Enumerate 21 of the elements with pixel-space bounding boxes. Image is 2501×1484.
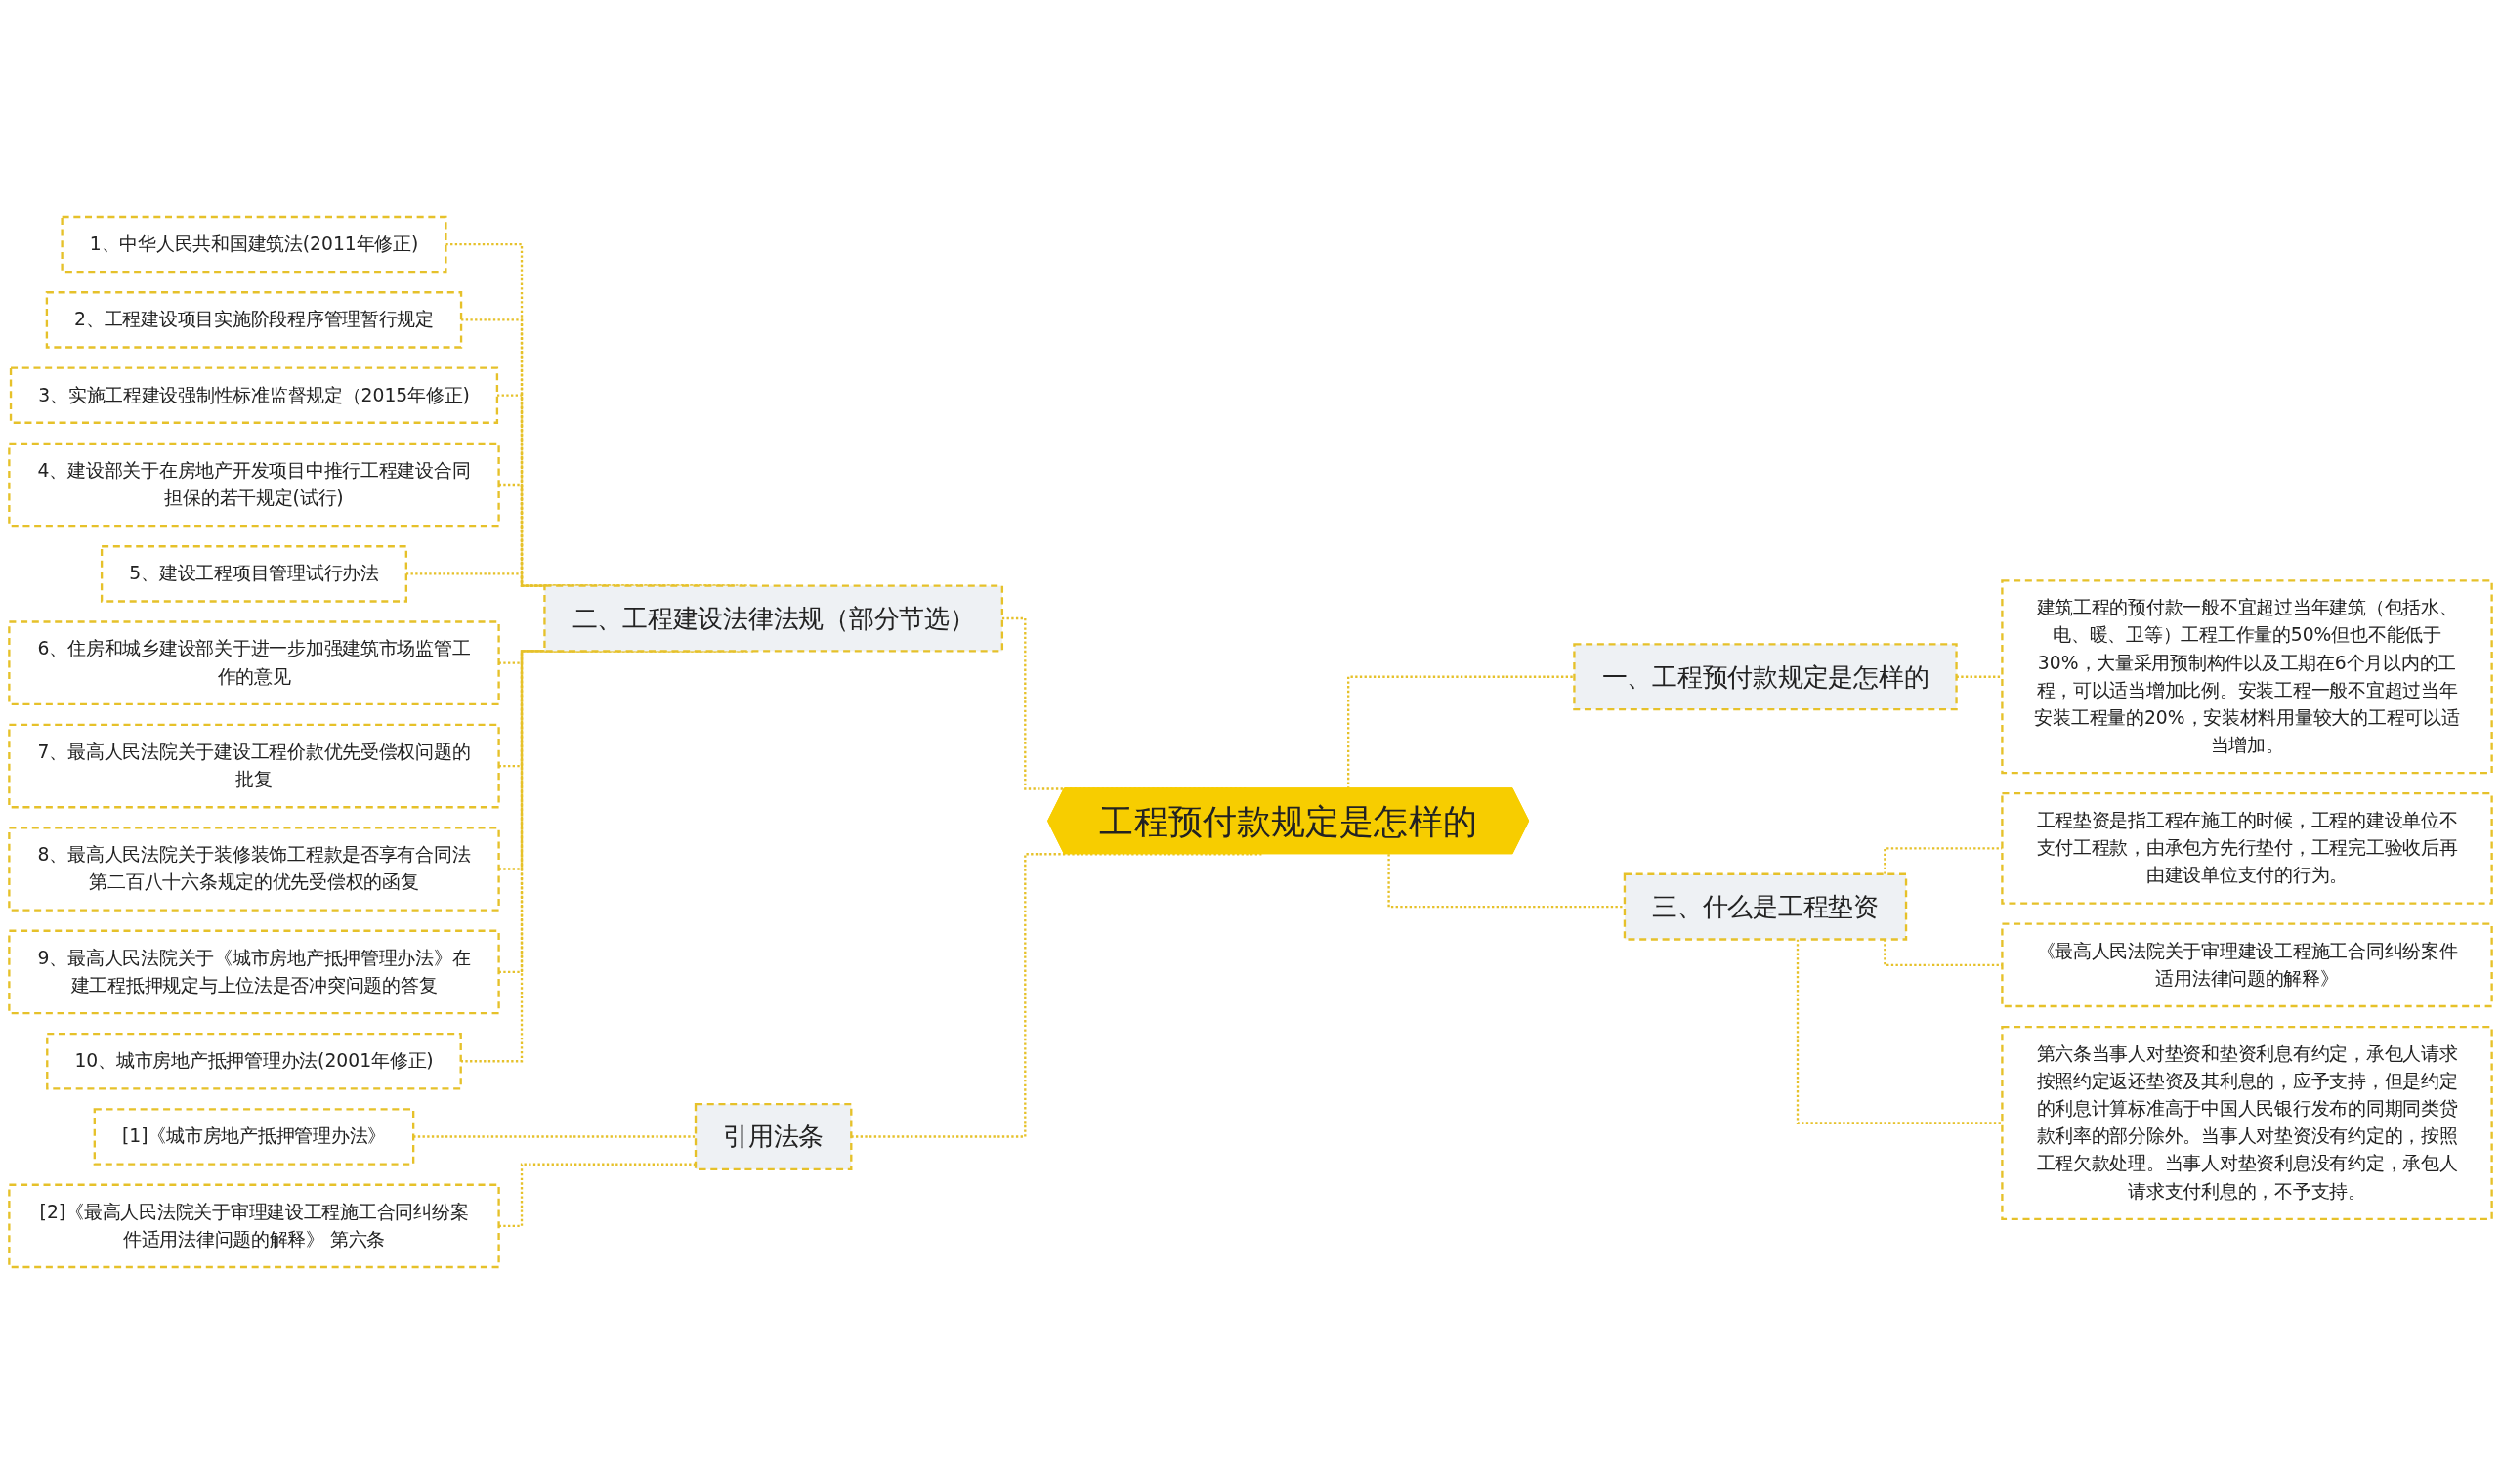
node-box: 8、最高人民法院关于装修装饰工程款是否享有合同法第二百八十六条规定的优先受偿权的函复 — [8, 827, 500, 912]
node-box: 3、实施工程建设强制性标准监督规定（2015年修正) — [9, 366, 499, 424]
node-box: 一、工程预付款规定是怎样的 — [1573, 643, 1958, 711]
node-box: [1]《城市房地产抵押管理办法》 — [93, 1108, 415, 1166]
node-box: 第六条当事人对垫资和垫资利息有约定，承包人请求按照约定返还垫资及其利息的，应予支持，但是约定的利息计算标准高于中国人民银行发布的同期同类贷款利率的部分除外。当事人对垫资没有约定的，按照工程欠款处理。当事人对垫资利息没有约定，承包人请求支付利息的，不予支持。 — [2001, 1025, 2493, 1220]
node-box: 建筑工程的预付款一般不宜超过当年建筑（包括水、电、暖、卫等）工程工作量的50%但也不能低于30%，大量采用预制构件以及工期在6个月以内的工程，可以适当增加比例。安装工程一般不宜超过当年安装工程量的20%，安装材料用量较大的工程可以适当增加。 — [2001, 579, 2493, 775]
node-box: 2、工程建设项目实施阶段程序管理暂行规定 — [45, 291, 463, 349]
connector — [1387, 854, 1625, 909]
node-box: 工程垫资是指工程在施工的时候，工程的建设单位不支付工程款，由承包方先行垫付，工程完工验收后再由建设单位支付的行为。 — [2001, 792, 2493, 905]
node-box: 引用法条 — [694, 1103, 853, 1171]
node-box: 三、什么是工程垫资 — [1623, 872, 1908, 941]
node-box: [2]《最高人民法院关于审理建设工程施工合同纠纷案件适用法律问题的解释》 第六条 — [8, 1183, 500, 1269]
node-box: 5、建设工程项目管理试行办法 — [100, 545, 408, 603]
node-box: 7、最高人民法院关于建设工程价款优先受偿权问题的批复 — [8, 723, 500, 809]
node-box: 1、中华人民共和国建筑法(2011年修正) — [61, 215, 447, 274]
node-box: 9、最高人民法院关于《城市房地产抵押管理办法》在建工程抵押规定与上位法是否冲突问题的答复 — [8, 929, 500, 1015]
node-box: 二、工程建设法律法规（部分节选） — [543, 584, 1004, 653]
node-box: 4、建设部关于在房地产开发项目中推行工程建设合同担保的若干规定(试行) — [8, 442, 500, 528]
node-box: 《最高人民法院关于审理建设工程施工合同纠纷案件适用法律问题的解释》 — [2001, 922, 2493, 1008]
node-box: 6、住房和城乡建设部关于进一步加强建筑市场监管工作的意见 — [8, 620, 500, 705]
node-box: 10、城市房地产抵押管理办法(2001年修正) — [46, 1032, 462, 1090]
